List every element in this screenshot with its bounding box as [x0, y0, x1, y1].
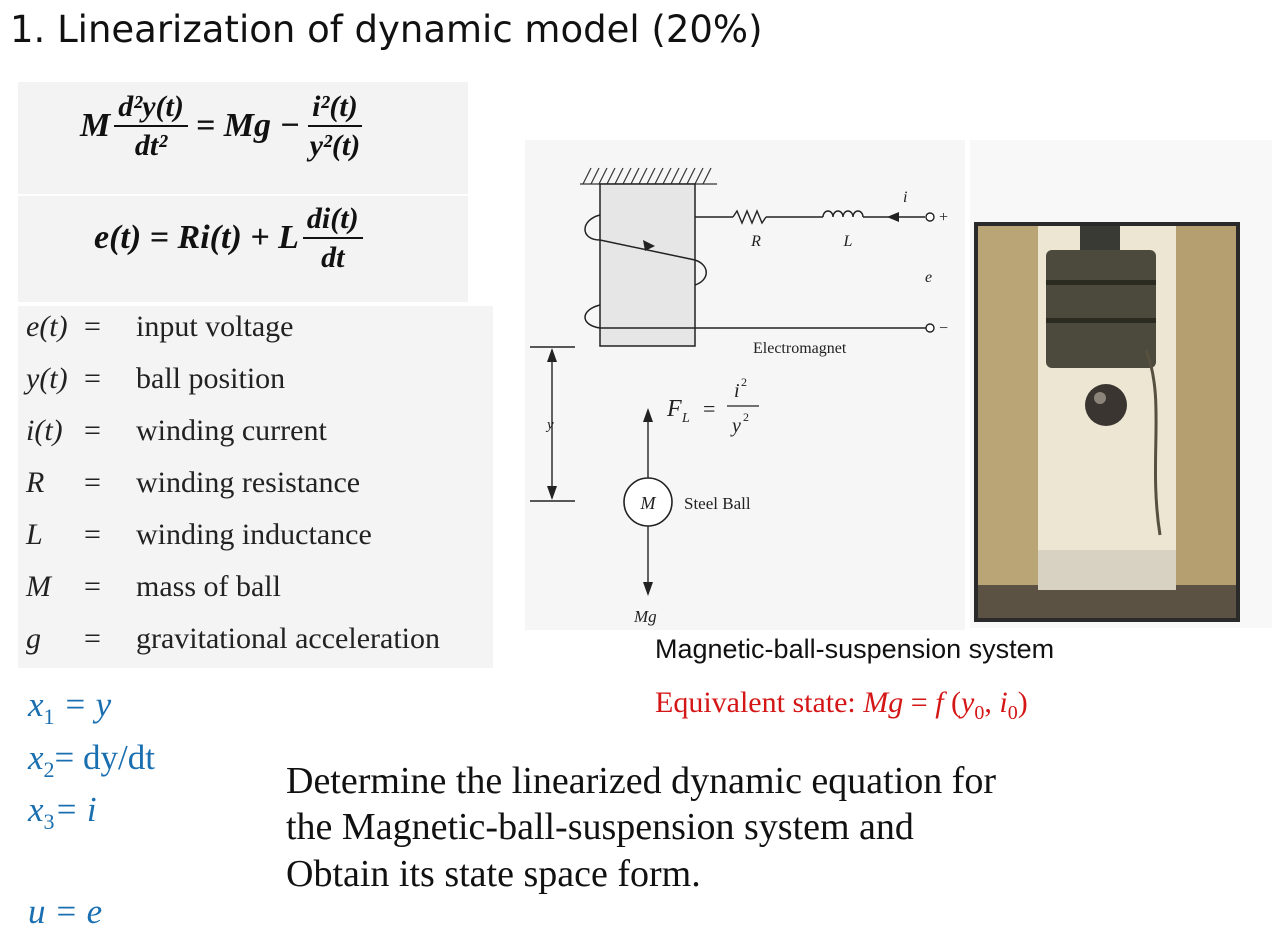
y-arrow-down-icon	[547, 486, 557, 500]
terminal-minus-icon	[925, 323, 935, 333]
accel-fraction: d²y(t) dt²	[114, 90, 188, 162]
ball-photo	[1085, 384, 1127, 426]
weight-label: Mg	[633, 607, 657, 626]
task-line: Determine the linearized dynamic equatio…	[286, 760, 997, 802]
task-line: Obtain its state space form.	[286, 852, 701, 895]
terminal-plus-icon	[925, 212, 935, 222]
inductor-icon	[822, 210, 864, 218]
inductor-label: L	[843, 233, 853, 250]
force-numerator-exp: 2	[741, 375, 747, 389]
definition-row: y(t)=ball position	[26, 362, 286, 395]
resistor-icon	[732, 209, 767, 225]
rhs-gravity: = Mg −	[195, 107, 301, 144]
resistor-label: R	[750, 233, 761, 250]
input-var-u: u = e	[28, 892, 103, 931]
definition-row: M=mass of ball	[26, 570, 281, 603]
force-arrow-icon	[643, 408, 653, 422]
electromagnet-label: Electromagnet	[753, 340, 847, 357]
electromagnet-photo	[1046, 250, 1156, 368]
electromagnet-core	[599, 183, 696, 347]
minus-label: −	[939, 320, 948, 337]
y-label: y	[545, 417, 554, 433]
state-var-x3: x3= i	[28, 790, 97, 834]
suspension-photo	[970, 140, 1272, 628]
current-arrow-icon	[887, 212, 899, 222]
steel-ball-label: Steel Ball	[684, 494, 751, 513]
plus-label: +	[939, 209, 948, 226]
force-fraction: i²(t) y²(t)	[308, 90, 362, 162]
state-var-x2: x2= dy/dt	[28, 738, 155, 782]
definitions-list: e(t)=input voltage y(t)=ball position i(…	[18, 306, 493, 668]
force-denominator-exp: 2	[743, 410, 749, 424]
motion-equation: M d²y(t) dt² = Mg − i²(t) y²(t)	[18, 82, 468, 194]
electrical-equation: e(t) = Ri(t) + L di(t) dt	[18, 196, 468, 302]
mass-coef: M	[80, 107, 111, 144]
didt-fraction: di(t) dt	[302, 202, 363, 274]
weight-arrow-icon	[643, 582, 653, 596]
electrical-lhs: e(t) = Ri(t) + L	[94, 219, 299, 256]
force-subscript: L	[681, 411, 690, 426]
page-title: 1. Linearization of dynamic model (20%)	[10, 8, 763, 51]
definition-row: L=winding inductance	[26, 518, 372, 551]
ball-mass-label: M	[640, 493, 657, 513]
state-var-x1: x1 = y	[28, 685, 112, 729]
suspension-schematic: R L i + − e Electromagnet y F L = i 2 y …	[525, 140, 965, 630]
task-statement: Determine the linearized dynamic equatio…	[286, 758, 996, 897]
figure-caption: Magnetic-ball-suspension system	[655, 634, 1055, 664]
definition-row: g=gravitational acceleration	[26, 622, 440, 655]
current-label: i	[903, 189, 907, 206]
equivalent-state: Equivalent state: Mg = f (y0, i0)	[655, 686, 1028, 724]
definition-row: e(t)=input voltage	[26, 310, 294, 343]
voltage-label: e	[925, 269, 932, 286]
force-numerator: i	[734, 380, 740, 402]
force-equals: =	[703, 396, 715, 421]
definition-row: R=winding resistance	[26, 466, 361, 499]
task-line: the Magnetic-ball-suspension system and	[286, 806, 914, 849]
coil-arrow-icon	[643, 240, 655, 251]
y-arrow-up-icon	[547, 348, 557, 362]
force-symbol: F	[666, 396, 682, 422]
definition-row: i(t)=winding current	[26, 414, 327, 447]
coil-icon	[584, 214, 930, 329]
force-denominator: y	[730, 415, 741, 437]
